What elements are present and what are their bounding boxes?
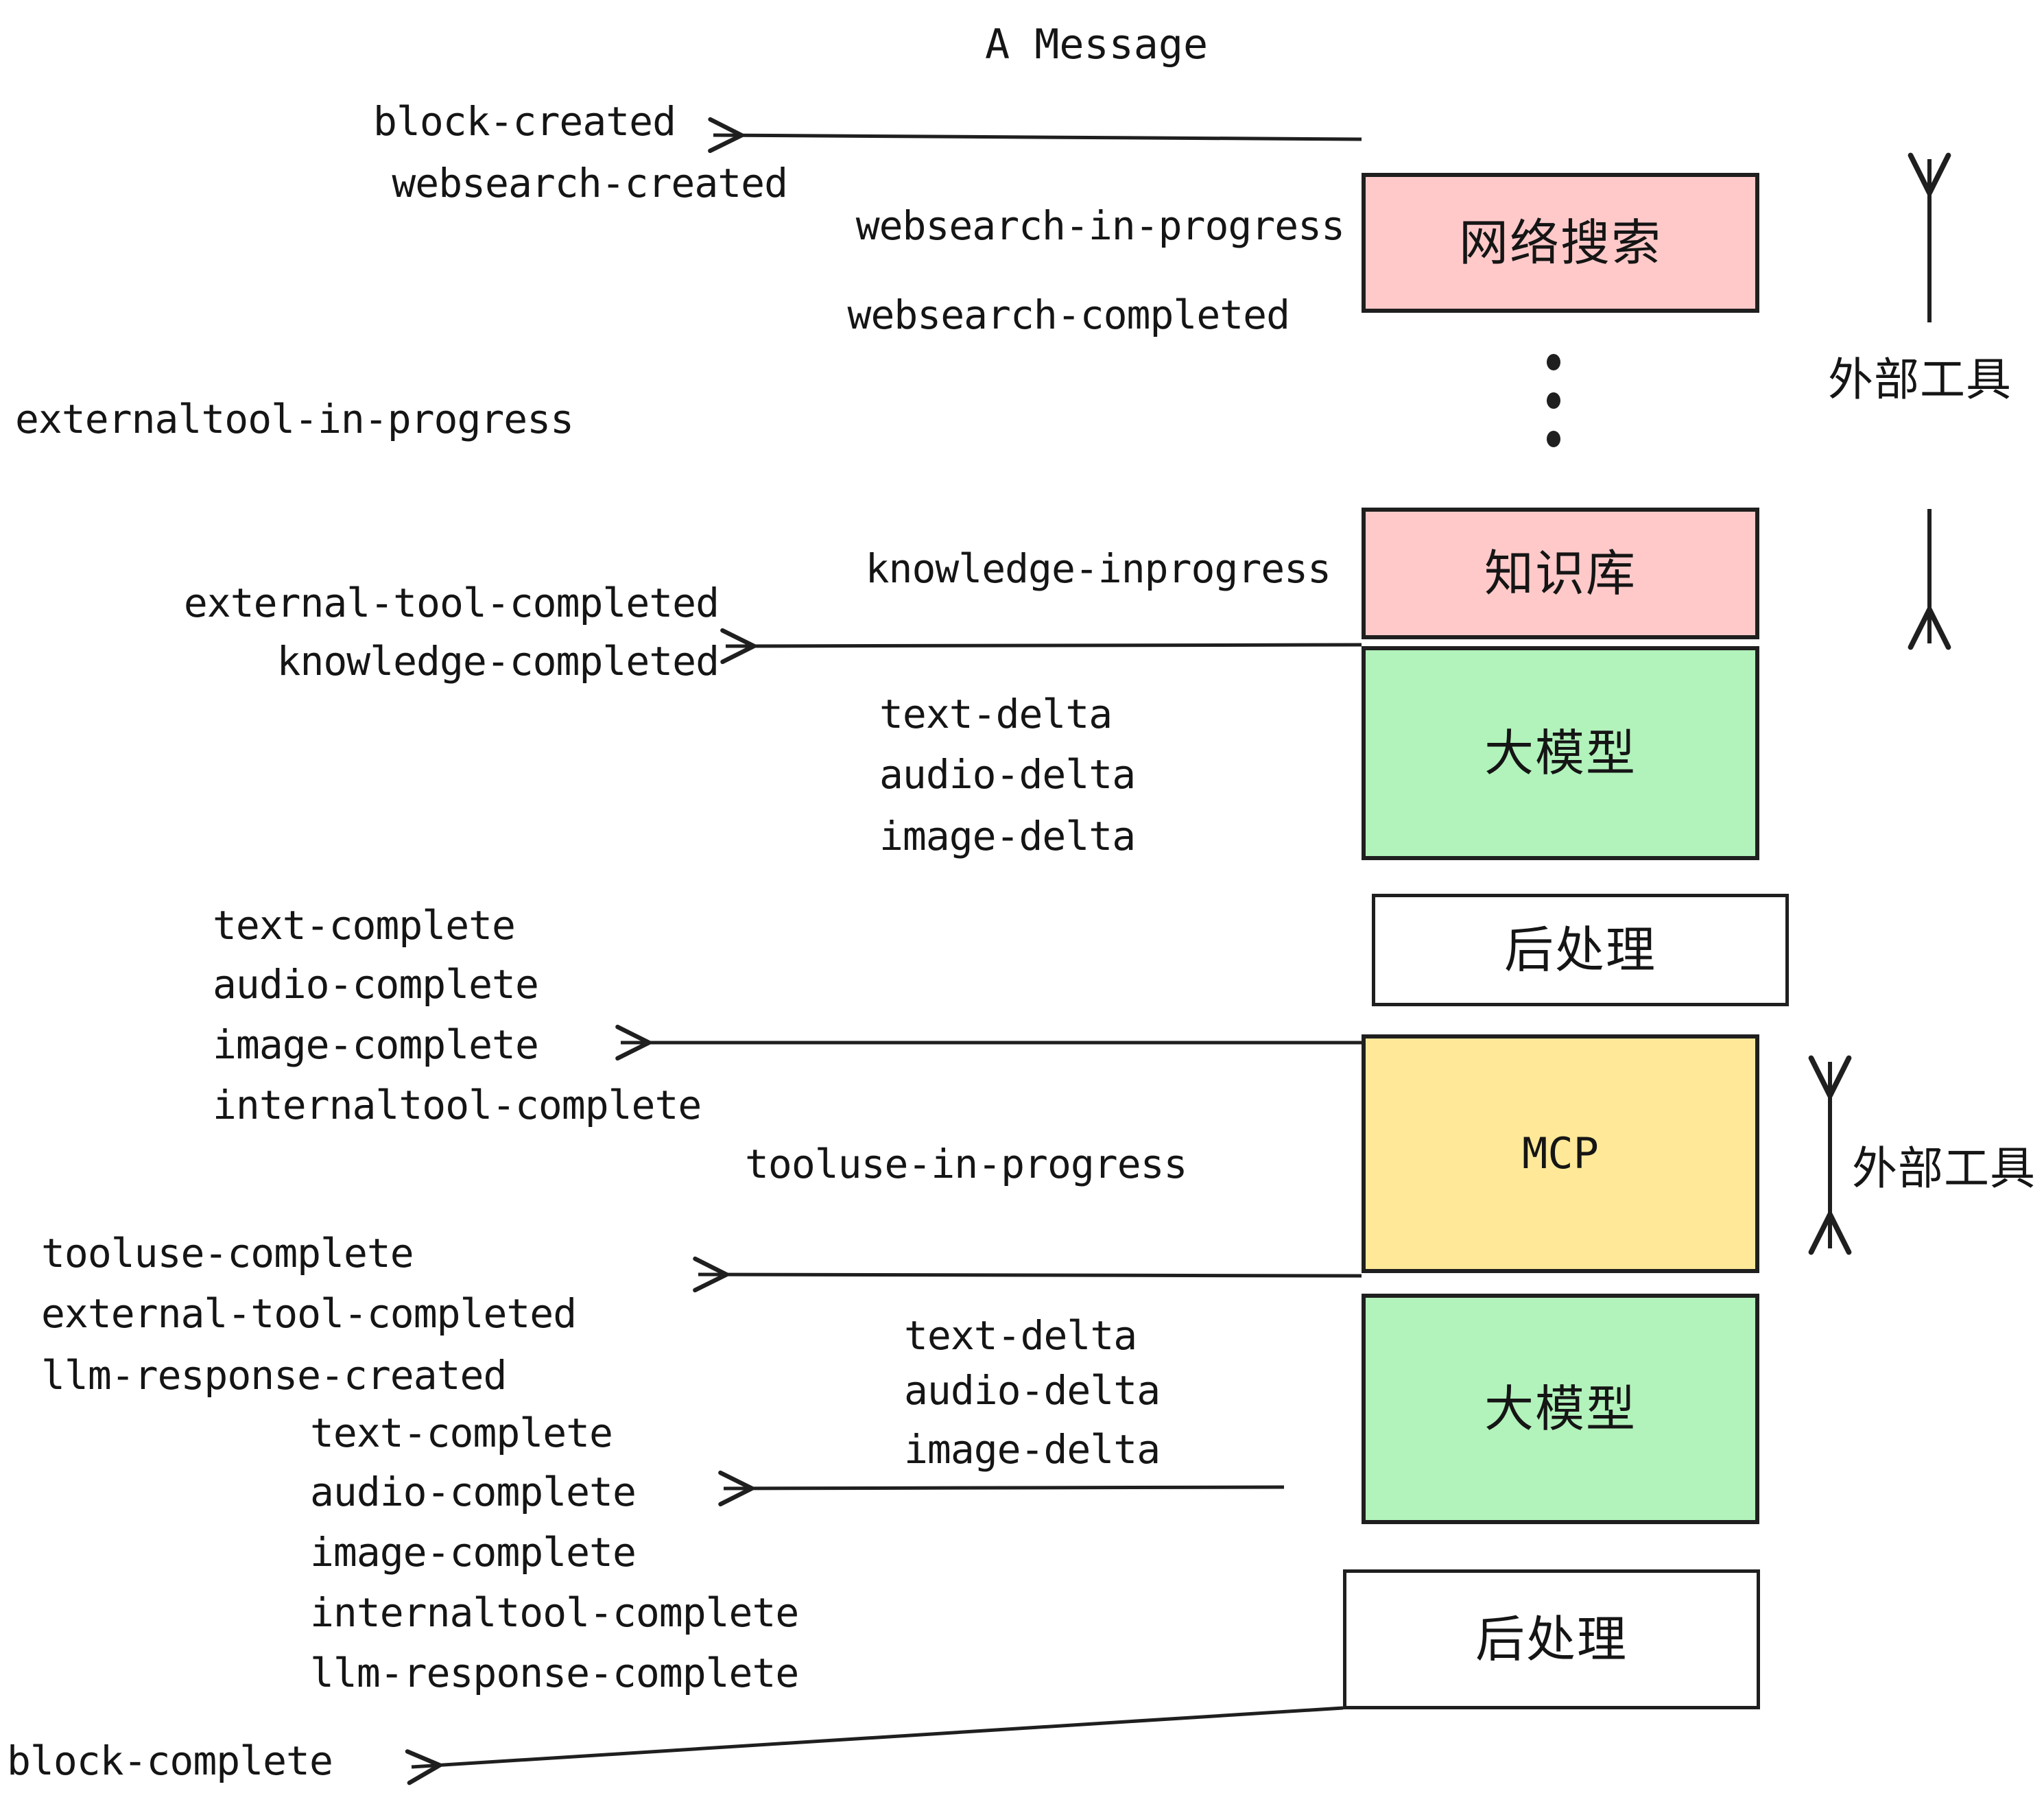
- event-llm-response-created: llm-response-created: [41, 1352, 507, 1399]
- diagram-title: A Message: [985, 21, 1209, 69]
- arrow-llm-to-audio-complete: [718, 1470, 1285, 1507]
- node-llm-bottom-label: 大模型: [1484, 1380, 1637, 1438]
- event-websearch-completed: websearch-completed: [847, 292, 1290, 338]
- event-block-complete: block-complete: [7, 1737, 333, 1784]
- event-knowledge-completed: knowledge-completed: [276, 638, 720, 685]
- event-websearch-in-progress: websearch-in-progress: [855, 202, 1345, 249]
- node-knowledge-base-label: 知识库: [1484, 545, 1637, 602]
- event-text-delta-1: text-delta: [879, 691, 1113, 737]
- arrow-mcp-to-tooluse-complete: [693, 1256, 1362, 1293]
- event-tooluse-in-progress: tooluse-in-progress: [745, 1141, 1187, 1187]
- event-audio-delta-2: audio-delta: [904, 1367, 1161, 1414]
- node-postprocess-bottom-label: 后处理: [1475, 1611, 1628, 1668]
- event-websearch-created: websearch-created: [392, 160, 788, 206]
- event-audio-complete-1: audio-complete: [213, 961, 539, 1008]
- node-llm-top[interactable]: 大模型: [1362, 646, 1759, 860]
- node-postprocess-top-label: 后处理: [1504, 921, 1656, 979]
- event-text-delta-2: text-delta: [904, 1312, 1137, 1359]
- event-knowledge-inprogress: knowledge-inprogress: [865, 545, 1331, 592]
- event-audio-complete-2: audio-complete: [310, 1469, 637, 1515]
- event-text-complete-1: text-complete: [213, 902, 516, 949]
- event-image-delta-1: image-delta: [879, 813, 1136, 859]
- annotation-external-tool-bottom: 外部工具: [1852, 1142, 2036, 1195]
- node-mcp[interactable]: MCP: [1362, 1034, 1759, 1273]
- event-external-tool-completed-2: external-tool-completed: [41, 1290, 577, 1337]
- node-websearch-label: 网络搜索: [1458, 214, 1662, 272]
- arrow-knowledge-to-completed: [720, 628, 1362, 665]
- event-image-complete-2: image-complete: [310, 1529, 637, 1576]
- event-tooluse-complete: tooluse-complete: [41, 1230, 414, 1277]
- arrow-websearch-to-created: [708, 117, 1362, 154]
- event-internaltool-complete-2: internaltool-complete: [310, 1589, 799, 1636]
- node-websearch[interactable]: 网络搜索: [1362, 173, 1759, 313]
- event-internaltool-complete-1: internaltool-complete: [213, 1082, 702, 1128]
- event-llm-response-complete: llm-response-complete: [310, 1650, 799, 1696]
- event-audio-delta-1: audio-delta: [879, 751, 1136, 798]
- node-postprocess-top[interactable]: 后处理: [1372, 894, 1789, 1006]
- node-mcp-label: MCP: [1522, 1128, 1599, 1178]
- vertical-ellipsis-icon: [1547, 343, 1560, 458]
- event-image-complete-1: image-complete: [213, 1021, 539, 1068]
- node-knowledge-base[interactable]: 知识库: [1362, 508, 1759, 639]
- event-externaltool-in-progress: externaltool-in-progress: [15, 396, 574, 442]
- event-image-delta-2: image-delta: [904, 1426, 1161, 1473]
- event-text-complete-2: text-complete: [310, 1410, 613, 1456]
- node-llm-bottom[interactable]: 大模型: [1362, 1294, 1759, 1524]
- annotation-external-tool-top: 外部工具: [1828, 353, 2012, 406]
- event-block-created: block-created: [373, 98, 676, 145]
- event-external-tool-completed-1: external-tool-completed: [183, 580, 720, 626]
- node-llm-top-label: 大模型: [1484, 724, 1637, 782]
- arrow-post-to-block-complete: [405, 1706, 1344, 1785]
- node-postprocess-bottom[interactable]: 后处理: [1343, 1569, 1760, 1709]
